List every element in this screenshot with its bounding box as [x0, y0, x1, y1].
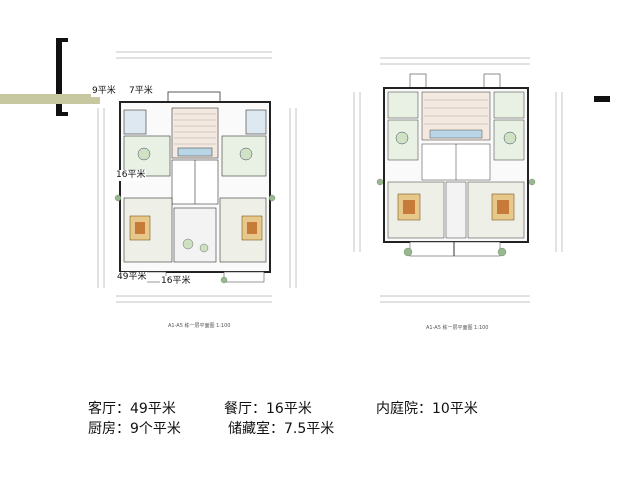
stat-courtyard: 内庭院：10平米 [376, 401, 478, 417]
label-storage-area: 7平米 [128, 86, 154, 97]
label-court-area: 16平米 [160, 276, 192, 287]
stat-dining-room: 餐厅：16平米 [224, 401, 312, 417]
left-bracket-bottom [56, 112, 68, 116]
right-marker [594, 96, 610, 102]
label-dining-area: 16平米 [115, 170, 147, 181]
stat-kitchen: 厨房：9个平米 [88, 421, 181, 437]
floor-plan-left-drawing [97, 51, 297, 303]
label-living-area: 49平米 [116, 272, 148, 283]
floor-plan-left: A1-A5 栋一层平面图 1:100 [96, 48, 304, 338]
plan-left-caption: A1-A5 栋一层平面图 1:100 [168, 323, 231, 329]
left-bracket-bar [56, 38, 62, 116]
accent-bar [0, 94, 100, 104]
stat-storage-room: 储藏室：7.5平米 [228, 421, 335, 437]
label-kitchen-area: 9平米 [91, 86, 117, 97]
stat-living-room: 客厅：49平米 [88, 401, 176, 417]
floor-plan-right: A1-A5 栋一层平面图 1:100 [350, 52, 570, 337]
plan-right-caption: A1-A5 栋一层平面图 1:100 [426, 325, 489, 331]
floor-plan-right-drawing [353, 57, 563, 303]
left-bracket-top [56, 38, 68, 42]
